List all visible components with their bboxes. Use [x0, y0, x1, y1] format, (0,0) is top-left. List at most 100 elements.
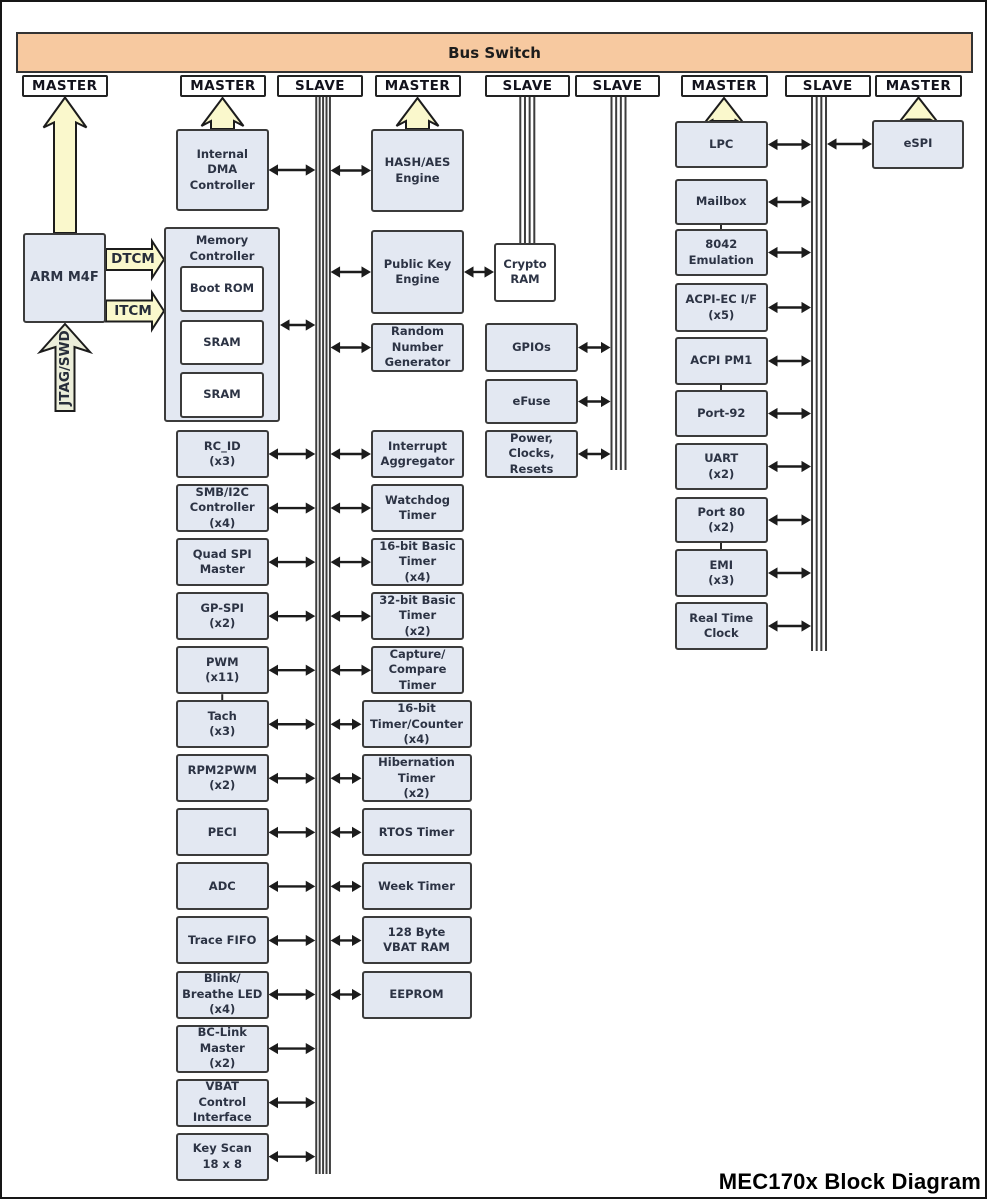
port-7-slave[interactable]: SLAVE [784, 75, 871, 97]
bus-timer-arrow [330, 718, 362, 730]
smb-i2c-controller[interactable]: SMB/I2C Controller (x4) [176, 484, 269, 533]
peripheral-bus-arrow [268, 988, 316, 1001]
acpi-ec-if-label: ACPI-EC I/F (x5) [685, 292, 757, 322]
port-2-slave[interactable]: SLAVE [277, 75, 363, 97]
sram-2[interactable]: SRAM [180, 371, 264, 418]
uart[interactable]: UART (x2) [674, 443, 768, 490]
efuse[interactable]: eFuse [485, 379, 578, 424]
bus-timer-arrow [330, 826, 362, 838]
boot-rom[interactable]: Boot ROM [180, 266, 264, 312]
public-key-engine[interactable]: Public Key Engine [371, 230, 464, 314]
bus-timer-arrow [330, 934, 362, 947]
gpios[interactable]: GPIOs [485, 323, 578, 372]
emi[interactable]: EMI (x3) [674, 549, 768, 597]
hibernation-timer[interactable]: Hibernation Timer (x2) [361, 754, 472, 803]
trace-fifo[interactable]: Trace FIFO [176, 916, 269, 965]
interrupt-aggregator[interactable]: Interrupt Aggregator [371, 430, 464, 478]
rtos-timer[interactable]: RTOS Timer [361, 808, 472, 857]
interrupt-aggregator-label: Interrupt Aggregator [380, 438, 455, 469]
port-3-master[interactable]: MASTER [374, 75, 461, 97]
boot-rom-label: Boot ROM [189, 281, 255, 296]
internal-dma-controller[interactable]: Internal DMA Controller [176, 129, 269, 211]
host-bus-arrow [768, 407, 811, 420]
watchdog-timer-label: Watchdog Timer [385, 492, 450, 523]
16bit-basic-timer-label: 16-bit Basic Timer (x4) [379, 538, 456, 584]
vbat-control-interface-label: VBAT Control Interface [192, 1079, 252, 1125]
key-scan[interactable]: Key Scan 18 x 8 [176, 1132, 269, 1181]
adc[interactable]: ADC [176, 862, 269, 911]
rc-id-label: RC_ID (x3) [203, 438, 241, 469]
bus-pke-arrow [330, 266, 371, 278]
host-bus-arrow [768, 196, 811, 208]
week-timer-label: Week Timer [378, 878, 455, 893]
16bit-timer-counter[interactable]: 16-bit Timer/Counter (x4) [361, 700, 472, 749]
lpc[interactable]: LPC [674, 121, 768, 168]
port-80[interactable]: Port 80 (x2) [674, 497, 768, 543]
sram-1[interactable]: SRAM [180, 319, 264, 365]
dma-bus-arrow [268, 164, 316, 176]
mailbox[interactable]: Mailbox [674, 179, 768, 225]
port-5-slave[interactable]: SLAVE [575, 75, 660, 97]
arm-to-master-arrow [42, 95, 88, 234]
gp-spi-label: GP-SPI (x2) [200, 600, 244, 631]
espi[interactable]: eSPI [872, 119, 964, 169]
pwm[interactable]: PWM (x11) [176, 646, 269, 695]
acpi-ec-if[interactable]: ACPI-EC I/F (x5) [674, 283, 768, 332]
efuse-bus-arrow [578, 395, 611, 408]
watchdog-timer[interactable]: Watchdog Timer [371, 484, 464, 533]
rtos-timer-label: RTOS Timer [378, 824, 455, 839]
16bit-basic-timer[interactable]: 16-bit Basic Timer (x4) [371, 538, 464, 587]
vbat-control-interface[interactable]: VBAT Control Interface [176, 1078, 269, 1127]
peripheral-bus-arrow [268, 718, 316, 730]
internal-bus-1 [315, 96, 331, 1174]
port-92[interactable]: Port-92 [674, 390, 768, 437]
port-8-master[interactable]: MASTER [875, 75, 962, 97]
power-clocks-resets[interactable]: Power, Clocks, Resets [485, 430, 578, 478]
peci[interactable]: PECI [176, 808, 269, 857]
gp-spi[interactable]: GP-SPI (x2) [176, 592, 269, 641]
bus-switch[interactable]: Bus Switch [16, 32, 973, 73]
tach[interactable]: Tach (x3) [176, 700, 269, 749]
port-4-slave[interactable]: SLAVE [485, 75, 570, 97]
bus-timer-arrow [330, 664, 371, 676]
8042-emulation[interactable]: 8042 Emulation [674, 229, 768, 276]
128byte-vbat-ram[interactable]: 128 Byte VBAT RAM [361, 916, 472, 965]
peripheral-bus-arrow [268, 1097, 316, 1109]
pke-cryptoram-arrow [464, 266, 494, 278]
random-number-generator-label: Random Number Generator [384, 324, 451, 370]
dtcm-label: DTCM [111, 251, 155, 267]
pwm-label: PWM (x11) [205, 654, 240, 685]
blink-breathe-led[interactable]: Blink/ Breathe LED (x4) [176, 970, 269, 1019]
crypto-ram[interactable]: Crypto RAM [494, 242, 556, 302]
rc-id[interactable]: RC_ID (x3) [176, 430, 269, 478]
hash-aes-engine[interactable]: HASH/AES Engine [371, 129, 464, 212]
eeprom[interactable]: EEPROM [361, 970, 472, 1019]
hash-aes-engine-label: HASH/AES Engine [384, 155, 451, 185]
acpi-pm1[interactable]: ACPI PM1 [674, 337, 768, 385]
32bit-basic-timer[interactable]: 32-bit Basic Timer (x2) [371, 592, 464, 641]
port-6-master[interactable]: MASTER [680, 75, 768, 97]
peripheral-bus-arrow [268, 448, 316, 460]
bc-link-master[interactable]: BC-Link Master (x2) [176, 1024, 269, 1073]
internal-dma-controller-label: Internal DMA Controller [189, 146, 255, 192]
rpm2pwm[interactable]: RPM2PWM (x2) [176, 754, 269, 803]
hash-to-master-arrow [395, 96, 440, 130]
jtag-swd-label: JTAG/SWD [57, 330, 73, 406]
port-0-master[interactable]: MASTER [21, 75, 108, 97]
week-timer[interactable]: Week Timer [361, 862, 472, 911]
arm-m4f[interactable]: ARM M4F [23, 233, 106, 323]
port-80-label: Port 80 (x2) [697, 504, 745, 535]
itcm-label: ITCM [114, 303, 152, 319]
bus-rng-arrow [330, 341, 371, 354]
bus-hash-arrow [330, 164, 371, 177]
random-number-generator[interactable]: Random Number Generator [371, 323, 464, 372]
acpi-pm1-label: ACPI PM1 [690, 353, 753, 368]
real-time-clock-label: Real Time Clock [689, 610, 754, 641]
port-label: SLAVE [802, 78, 853, 94]
port-1-master[interactable]: MASTER [180, 75, 266, 97]
real-time-clock[interactable]: Real Time Clock [674, 602, 768, 650]
capture-compare-timer[interactable]: Capture/ Compare Timer [371, 646, 464, 695]
quad-spi-master[interactable]: Quad SPI Master [176, 538, 269, 587]
peripheral-bus-arrow [268, 664, 316, 676]
